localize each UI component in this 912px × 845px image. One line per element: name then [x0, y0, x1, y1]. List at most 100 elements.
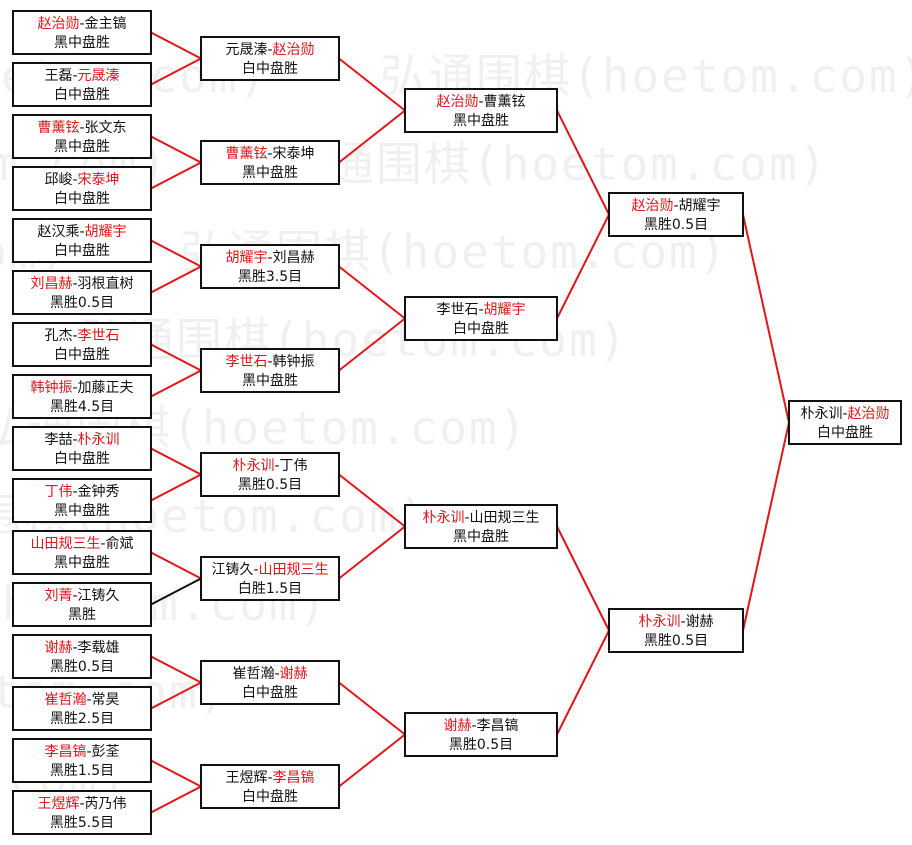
separator: - — [86, 692, 92, 708]
match-box-round-2[interactable]: 江铸久-山田规三生白胜1.5目 — [200, 556, 340, 601]
match-box-round-1[interactable]: 谢赫-李载雄黑胜0.5目 — [12, 634, 152, 679]
player-black: 朴永训 — [800, 406, 843, 422]
match-box-round-1[interactable]: 山田规三生-俞斌黑中盘胜 — [12, 530, 152, 575]
player-black: 朴永训 — [422, 510, 465, 526]
player-black: 朴永训 — [638, 614, 681, 630]
match-players: 朴永训-丁伟 — [202, 457, 338, 476]
separator: - — [72, 588, 78, 604]
bracket-connector — [556, 110, 610, 215]
bracket-connector — [338, 733, 406, 788]
match-box-round-1[interactable]: 刘菁-江铸久黑胜 — [12, 582, 152, 627]
match-box-round-1[interactable]: 丁伟-金钟秀黑中盘胜 — [12, 478, 152, 523]
separator: - — [274, 666, 280, 682]
player-white: 宋泰坤 — [77, 172, 120, 188]
match-box-round-1[interactable]: 李喆-朴永训白中盘胜 — [12, 426, 152, 471]
match-box-round-2[interactable]: 曹薰铉-宋泰坤黑中盘胜 — [200, 140, 340, 185]
match-box-round-4[interactable]: 赵治勋-胡耀宇黑胜0.5目 — [608, 192, 744, 237]
match-players: 赵治勋-胡耀宇 — [610, 197, 742, 216]
match-result: 黑胜0.5目 — [448, 737, 514, 753]
match-box-round-2[interactable]: 元晟溱-赵治勋白中盘胜 — [200, 36, 340, 81]
match-players: 赵治勋-金主镐 — [14, 15, 150, 34]
player-black: 赵治勋 — [436, 94, 479, 110]
match-box-round-1[interactable]: 刘昌赫-羽根直树黑胜0.5目 — [12, 270, 152, 315]
player-white: 金钟秀 — [77, 484, 120, 500]
match-result: 黑胜0.5目 — [643, 217, 709, 233]
bracket-connector — [150, 447, 202, 476]
separator: - — [72, 68, 78, 84]
match-box-round-2[interactable]: 李世石-韩钟振黑中盘胜 — [200, 348, 340, 393]
match-box-round-5[interactable]: 朴永训-赵治勋白中盘胜 — [788, 400, 902, 445]
player-white: 谢赫 — [279, 666, 308, 682]
match-box-round-1[interactable]: 韩钟振-加藤正夫黑胜4.5目 — [12, 374, 152, 419]
player-black: 韩钟振 — [30, 380, 73, 396]
match-box-round-1[interactable]: 赵汉乘-胡耀宇白中盘胜 — [12, 218, 152, 263]
player-white: 山田规三生 — [469, 510, 540, 526]
match-result: 黑中盘胜 — [54, 139, 110, 155]
player-black: 刘菁 — [44, 588, 73, 604]
match-players: 李世石-胡耀宇 — [406, 301, 556, 320]
match-box-round-3[interactable]: 谢赫-李昌镐黑胜0.5目 — [404, 712, 558, 757]
bracket-connector — [150, 239, 202, 268]
player-white: 彭荃 — [91, 744, 120, 760]
match-result: 白中盘胜 — [817, 425, 873, 441]
match-box-round-3[interactable]: 赵治勋-曹薰铉黑中盘胜 — [404, 88, 558, 133]
player-black: 崔哲瀚 — [232, 666, 275, 682]
bracket-connector — [556, 526, 610, 631]
separator: - — [100, 536, 106, 552]
match-result: 白中盘胜 — [242, 685, 298, 701]
bracket-connector — [150, 577, 202, 606]
separator: - — [673, 198, 679, 214]
player-black: 赵治勋 — [631, 198, 674, 214]
bracket-connector — [742, 214, 790, 423]
match-players: 崔哲瀚-常昊 — [14, 691, 150, 710]
player-white: 丁伟 — [279, 458, 308, 474]
match-result: 白中盘胜 — [453, 321, 509, 337]
match-box-round-2[interactable]: 朴永训-丁伟黑胜0.5目 — [200, 452, 340, 497]
match-players: 王煜辉-芮乃伟 — [14, 795, 150, 814]
match-result: 黑胜0.5目 — [49, 659, 115, 675]
match-box-round-3[interactable]: 朴永训-山田规三生黑中盘胜 — [404, 504, 558, 549]
bracket-connector — [338, 57, 406, 112]
match-players: 王煜辉-李昌镐 — [202, 769, 338, 788]
match-players: 刘菁-江铸久 — [14, 587, 150, 606]
match-box-round-3[interactable]: 李世石-胡耀宇白中盘胜 — [404, 296, 558, 341]
match-box-round-1[interactable]: 王磊-元晟溱白中盘胜 — [12, 62, 152, 107]
separator: - — [79, 120, 85, 136]
match-players: 朴永训-赵治勋 — [790, 405, 900, 424]
match-players: 刘昌赫-羽根直树 — [14, 275, 150, 294]
bracket-connector — [150, 161, 202, 190]
separator: - — [72, 432, 78, 448]
player-white: 张文东 — [84, 120, 127, 136]
match-box-round-1[interactable]: 王煜辉-芮乃伟黑胜5.5目 — [12, 790, 152, 835]
player-white: 金主镐 — [84, 16, 127, 32]
match-result: 白胜1.5目 — [237, 581, 303, 597]
match-result: 白中盘胜 — [54, 191, 110, 207]
player-white: 胡耀宇 — [84, 224, 127, 240]
bracket-connector — [150, 135, 202, 164]
match-box-round-1[interactable]: 孔杰-李世石白中盘胜 — [12, 322, 152, 367]
match-players: 王磊-元晟溱 — [14, 67, 150, 86]
separator: - — [72, 172, 78, 188]
player-white: 元晟溱 — [77, 68, 120, 84]
match-result: 黑中盘胜 — [242, 373, 298, 389]
bracket-connector — [150, 785, 202, 814]
match-box-round-2[interactable]: 王煜辉-李昌镐白中盘胜 — [200, 764, 340, 809]
match-box-round-2[interactable]: 胡耀宇-刘昌赫黑胜3.5目 — [200, 244, 340, 289]
match-box-round-1[interactable]: 邱峻-宋泰坤白中盘胜 — [12, 166, 152, 211]
match-box-round-1[interactable]: 赵治勋-金主镐黑中盘胜 — [12, 10, 152, 55]
match-box-round-1[interactable]: 李昌镐-彭荃黑胜1.5目 — [12, 738, 152, 783]
player-white: 常昊 — [91, 692, 120, 708]
separator: - — [72, 380, 78, 396]
match-box-round-2[interactable]: 崔哲瀚-谢赫白中盘胜 — [200, 660, 340, 705]
separator: - — [842, 406, 848, 422]
match-box-round-1[interactable]: 崔哲瀚-常昊黑胜2.5目 — [12, 686, 152, 731]
separator: - — [72, 484, 78, 500]
match-box-round-4[interactable]: 朴永训-谢赫黑胜0.5目 — [608, 608, 744, 653]
bracket-connector — [150, 759, 202, 788]
match-players: 山田规三生-俞斌 — [14, 535, 150, 554]
player-white: 谢赫 — [685, 614, 714, 630]
bracket-connector — [150, 369, 202, 398]
match-box-round-1[interactable]: 曹薰铉-张文东黑中盘胜 — [12, 114, 152, 159]
bracket-connector — [338, 317, 406, 372]
player-white: 俞斌 — [105, 536, 134, 552]
